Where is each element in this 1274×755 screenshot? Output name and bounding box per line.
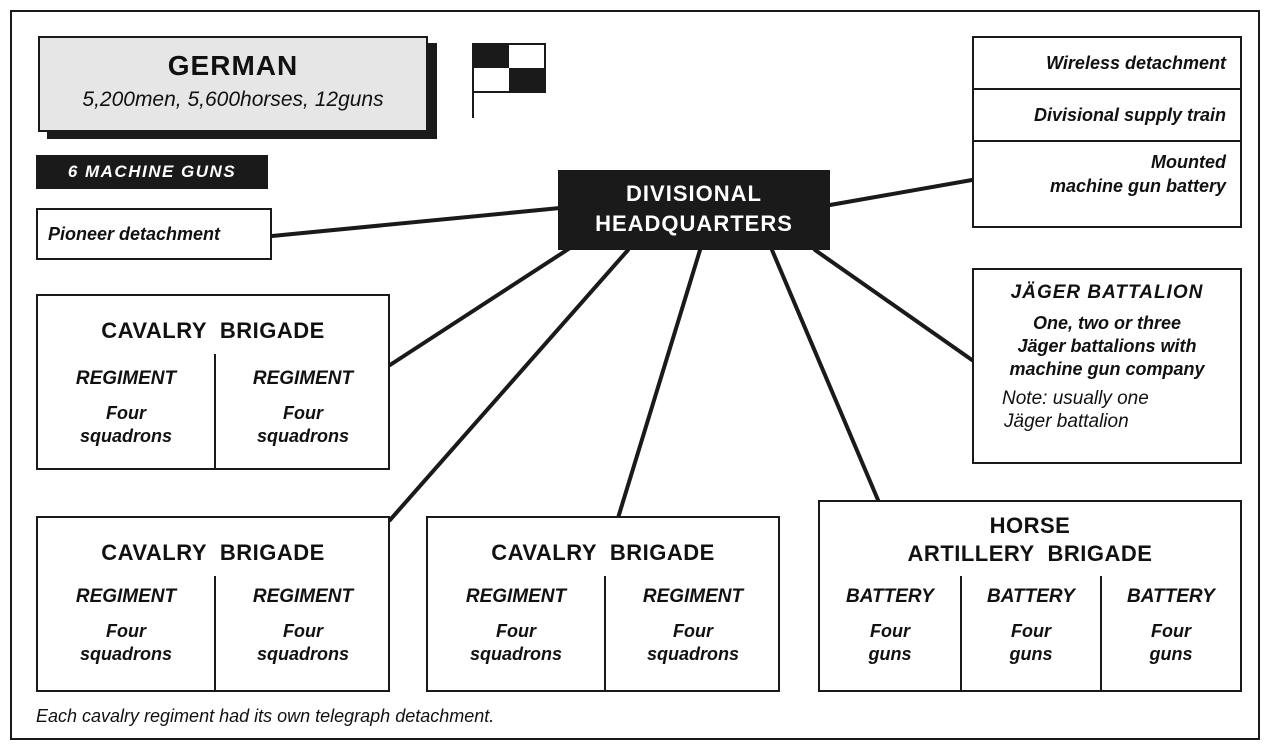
- connector-artillery: [770, 248, 880, 502]
- battery-detail-2: guns: [1149, 644, 1193, 664]
- regiment-detail-2: squadrons: [79, 644, 172, 664]
- regiment-detail: Four squadrons: [606, 620, 780, 666]
- battery-detail: Four guns: [962, 620, 1100, 666]
- battery-detail: Four guns: [820, 620, 960, 666]
- regiment-detail: Four squadrons: [38, 402, 214, 448]
- regiment-detail-2: squadrons: [646, 644, 739, 664]
- regiment-detail: Four squadrons: [216, 402, 390, 448]
- regiment-label: REGIMENT: [252, 586, 354, 607]
- regiment-detail-1: Four: [283, 403, 323, 423]
- jager-line-3: machine gun company: [1009, 359, 1205, 379]
- jager-description: One, two or three Jäger battalions with …: [974, 312, 1240, 381]
- footnote: Each cavalry regiment had its own telegr…: [36, 706, 495, 726]
- jager-note: Note: usually one Jäger battalion: [974, 387, 1240, 433]
- battery-label: BATTERY: [1127, 586, 1215, 607]
- connector-brigade-1: [388, 246, 572, 367]
- connector-brigade-3: [616, 248, 702, 520]
- battery-3: BATTERY Four guns: [1102, 586, 1240, 666]
- mg-battery-line-2: machine gun battery: [1049, 176, 1226, 196]
- regiment-detail-1: Four: [283, 621, 323, 641]
- regiment-detail: Four squadrons: [428, 620, 604, 666]
- regiment-detail-1: Four: [673, 621, 713, 641]
- wireless-detachment: Wireless detachment: [974, 38, 1240, 90]
- brigade-title: CAVALRY BRIGADE: [491, 540, 715, 565]
- regiment-detail-1: Four: [106, 403, 146, 423]
- horse-artillery-brigade: HORSE ARTILLERY BRIGADE BATTERY Four gun…: [818, 500, 1242, 692]
- pioneer-detachment-box: Pioneer detachment: [36, 208, 272, 260]
- artillery-title-1: HORSE: [989, 513, 1071, 538]
- cavalry-brigade-3: CAVALRY BRIGADE REGIMENT Four squadrons …: [426, 516, 780, 692]
- brigade-divider: [214, 576, 216, 690]
- hq-line-2: HEADQUARTERS: [595, 211, 793, 236]
- hq-line-1: DIVISIONAL: [626, 181, 762, 206]
- regiment-detail: Four squadrons: [216, 620, 390, 666]
- battery-detail-1: Four: [870, 621, 910, 641]
- brigade-title: CAVALRY BRIGADE: [101, 540, 325, 565]
- cavalry-brigade-2: CAVALRY BRIGADE REGIMENT Four squadrons …: [36, 516, 390, 692]
- regiment-2: REGIMENT Four squadrons: [216, 586, 390, 666]
- artillery-title-2: ARTILLERY BRIGADE: [907, 541, 1153, 566]
- regiment-detail-2: squadrons: [256, 426, 349, 446]
- jager-battalion-box: JÄGER BATTALION One, two or three Jäger …: [972, 268, 1242, 464]
- machine-guns-label: 6 MACHINE GUNS: [36, 155, 268, 189]
- regiment-label: REGIMENT: [75, 368, 177, 389]
- brigade-divider: [604, 576, 606, 690]
- regiment-detail: Four squadrons: [38, 620, 214, 666]
- german-title-box: GERMAN 5,200men, 5,600horses, 12guns: [38, 36, 428, 132]
- battery-detail-1: Four: [1151, 621, 1191, 641]
- regiment-detail-2: squadrons: [79, 426, 172, 446]
- connector-jager: [813, 248, 974, 362]
- divisional-hq-box: DIVISIONAL HEADQUARTERS: [558, 170, 830, 250]
- jager-title: JÄGER BATTALION: [1010, 282, 1204, 303]
- mg-battery-line-1: Mounted: [1151, 152, 1226, 172]
- regiment-detail-2: squadrons: [469, 644, 562, 664]
- artillery-divider: [1100, 576, 1102, 690]
- brigade-divider: [214, 354, 216, 468]
- divisional-supply-train: Divisional supply train: [974, 90, 1240, 142]
- flag-icon: [472, 43, 546, 118]
- jager-note-2: Jäger battalion: [1004, 411, 1129, 432]
- regiment-detail-1: Four: [496, 621, 536, 641]
- battery-label: BATTERY: [987, 586, 1075, 607]
- regiment-1: REGIMENT Four squadrons: [428, 586, 604, 666]
- artillery-divider: [960, 576, 962, 690]
- connector-pioneer: [270, 206, 562, 238]
- regiment-2: REGIMENT Four squadrons: [216, 368, 390, 448]
- battery-2: BATTERY Four guns: [962, 586, 1100, 666]
- artillery-title: HORSE ARTILLERY BRIGADE: [820, 512, 1240, 568]
- battery-detail: Four guns: [1102, 620, 1240, 666]
- attached-units-box: Wireless detachment Divisional supply tr…: [972, 36, 1242, 228]
- jager-line-2: Jäger battalions with: [1017, 336, 1197, 356]
- battery-1: BATTERY Four guns: [820, 586, 960, 666]
- diagram-frame: [10, 10, 1260, 740]
- jager-line-1: One, two or three: [1032, 313, 1182, 333]
- mounted-mg-battery: Mounted machine gun battery: [974, 142, 1240, 198]
- regiment-label: REGIMENT: [642, 586, 744, 607]
- connector-supply: [828, 178, 974, 207]
- regiment-1: REGIMENT Four squadrons: [38, 586, 214, 666]
- regiment-label: REGIMENT: [465, 586, 567, 607]
- battery-label: BATTERY: [846, 586, 934, 607]
- jager-note-1: Note: usually one: [1002, 388, 1149, 409]
- connector-brigade-2: [388, 248, 630, 522]
- regiment-label: REGIMENT: [75, 586, 177, 607]
- regiment-detail-1: Four: [106, 621, 146, 641]
- battery-detail-1: Four: [1011, 621, 1051, 641]
- regiment-label: REGIMENT: [252, 368, 354, 389]
- cavalry-brigade-1: CAVALRY BRIGADE REGIMENT Four squadrons …: [36, 294, 390, 470]
- german-title: GERMAN: [167, 50, 299, 81]
- regiment-2: REGIMENT Four squadrons: [606, 586, 780, 666]
- brigade-title: CAVALRY BRIGADE: [101, 318, 325, 343]
- battery-detail-2: guns: [1009, 644, 1053, 664]
- regiment-1: REGIMENT Four squadrons: [38, 368, 214, 448]
- regiment-detail-2: squadrons: [256, 644, 349, 664]
- battery-detail-2: guns: [868, 644, 912, 664]
- german-subtitle: 5,200men, 5,600horses, 12guns: [82, 88, 384, 111]
